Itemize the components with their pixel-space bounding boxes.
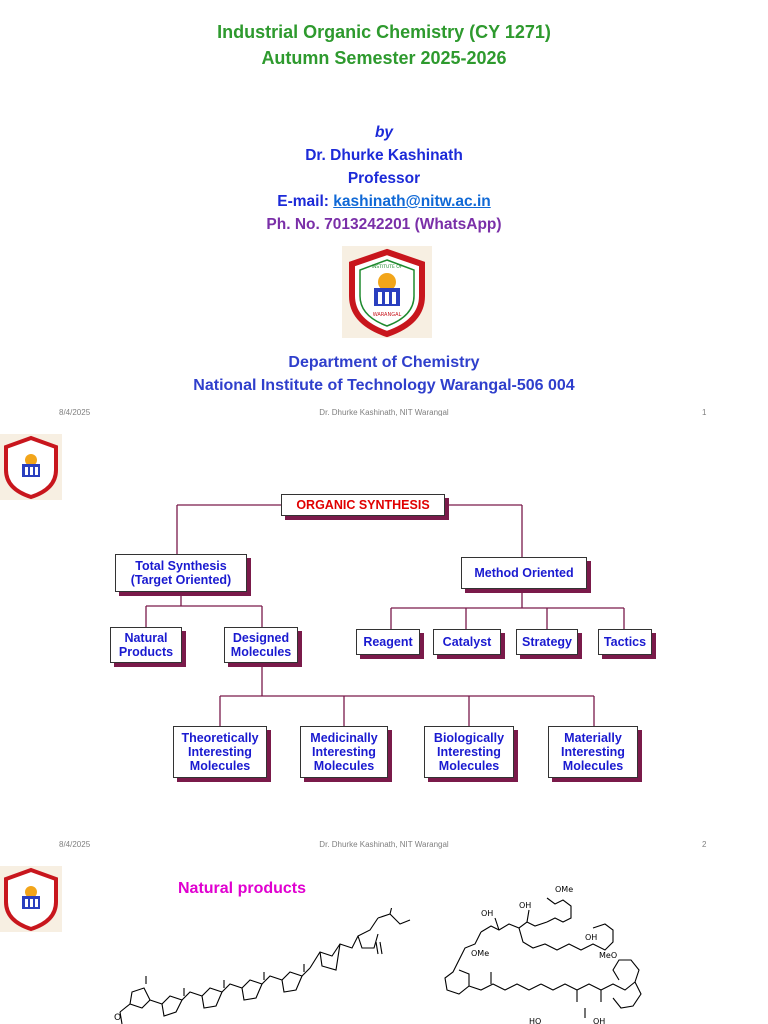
tactics-box: Tactics — [598, 629, 652, 655]
materially-label-3: Molecules — [562, 759, 624, 773]
medicinally-label-1: Medicinally — [310, 731, 378, 745]
medicinally-label-3: Molecules — [313, 759, 375, 773]
theoretically-interesting-box: Theoretically Interesting Molecules — [173, 726, 267, 778]
by-label: by — [374, 124, 394, 141]
theoretically-label-1: Theoretically — [181, 731, 259, 745]
materially-label-1: Materially — [564, 731, 622, 745]
theoretically-label-2: Interesting — [188, 745, 252, 759]
hydroxyl-label-1: OH — [481, 909, 493, 918]
footer-page-number: 2 — [702, 840, 707, 849]
nit-warangal-logo-small — [0, 434, 62, 500]
designed-molecules-label-2: Molecules — [230, 645, 292, 659]
logo-text-top: INSTITUTE OF — [372, 264, 403, 270]
biologically-label-2: Interesting — [437, 745, 501, 759]
slide-2-footer: 8/4/2025 Dr. Dhurke Kashinath, NIT Waran… — [0, 840, 768, 854]
slide-1-footer: 8/4/2025 Dr. Dhurke Kashinath, NIT Waran… — [0, 408, 768, 422]
institute-name: National Institute of Technology Waranga… — [193, 377, 575, 394]
total-synthesis-label-1: Total Synthesis — [135, 559, 227, 573]
email-link[interactable]: kashinath@nitw.ac.in — [333, 193, 491, 210]
reagent-box: Reagent — [356, 629, 420, 655]
biologically-interesting-box: Biologically Interesting Molecules — [424, 726, 514, 778]
footer-author: Dr. Dhurke Kashinath, NIT Warangal — [319, 408, 449, 417]
total-synthesis-label-2: (Target Oriented) — [130, 573, 232, 587]
designed-molecules-box: Designed Molecules — [224, 627, 298, 663]
macrolide-molecule-structure: OMe OH OH OMe MeO OH HO OH — [444, 885, 642, 1024]
natural-products-title: Natural products — [178, 880, 307, 897]
email-label: E-mail: — [277, 193, 329, 210]
hierarchy-connectors — [145, 504, 625, 726]
materially-label-2: Interesting — [561, 745, 625, 759]
footer-date: 8/4/2025 — [59, 408, 91, 417]
natural-products-box: Natural Products — [110, 627, 182, 663]
nit-warangal-logo-small — [0, 866, 62, 932]
methoxy-right-label: MeO — [599, 951, 617, 960]
slide-1: Industrial Organic Chemistry (CY 1271) A… — [0, 0, 768, 417]
email-line: E-mail: kashinath@nitw.ac.in — [0, 193, 768, 211]
materially-interesting-box: Materially Interesting Molecules — [548, 726, 638, 778]
semester-title: Autumn Semester 2025-2026 — [261, 48, 507, 68]
medicinally-interesting-box: Medicinally Interesting Molecules — [300, 726, 388, 778]
ketone-oxygen-label: O — [114, 1013, 121, 1023]
slide-2: ORGANIC SYNTHESIS Total Synthesis (Targe… — [0, 416, 768, 849]
department-name: Department of Chemistry — [288, 354, 480, 371]
methoxy-top-label: OMe — [555, 885, 573, 894]
hydroxyl-label-2: OH — [519, 901, 531, 910]
strategy-box: Strategy — [516, 629, 578, 655]
method-oriented-box: Method Oriented — [461, 557, 587, 589]
organic-synthesis-box: ORGANIC SYNTHESIS — [281, 494, 445, 516]
natural-products-label-2: Products — [118, 645, 174, 659]
hydroxyl-ho-label: HO — [529, 1017, 541, 1024]
hydroxyl-label-4: OH — [593, 1017, 605, 1024]
author-name: Dr. Dhurke Kashinath — [305, 147, 463, 164]
medicinally-label-2: Interesting — [312, 745, 376, 759]
logo-text-bottom: WARANGAL — [373, 312, 402, 318]
author-position: Professor — [347, 170, 421, 187]
course-title: Industrial Organic Chemistry (CY 1271) — [217, 22, 551, 42]
total-synthesis-box: Total Synthesis (Target Oriented) — [115, 554, 247, 592]
biologically-label-3: Molecules — [438, 759, 500, 773]
nit-warangal-logo: WARANGAL INSTITUTE OF — [342, 246, 432, 338]
hydroxyl-label-3: OH — [585, 933, 597, 942]
footer-page-number: 1 — [702, 408, 707, 417]
slide-3: Natural products O — [0, 852, 768, 1024]
natural-products-label-1: Natural — [124, 631, 168, 645]
footer-date: 8/4/2025 — [59, 840, 91, 849]
designed-molecules-label-1: Designed — [232, 631, 290, 645]
phone-number: Ph. No. 7013242201 (WhatsApp) — [266, 216, 502, 233]
theoretically-label-3: Molecules — [189, 759, 251, 773]
polyether-molecule-structure: O — [114, 908, 411, 1024]
catalyst-box: Catalyst — [433, 629, 501, 655]
footer-author: Dr. Dhurke Kashinath, NIT Warangal — [319, 840, 449, 849]
methoxy-left-label: OMe — [471, 949, 489, 958]
biologically-label-1: Biologically — [433, 731, 505, 745]
